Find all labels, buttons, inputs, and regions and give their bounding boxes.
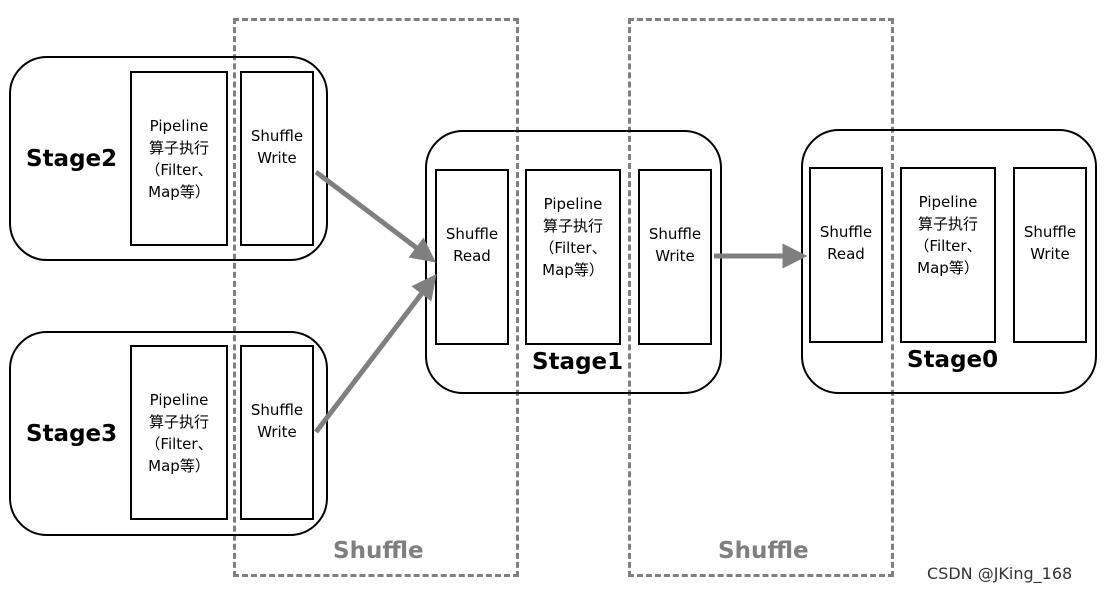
stage2-shuffle-write-line-1: Shuffle xyxy=(250,126,304,145)
stage2-container xyxy=(9,56,328,261)
stage1-pipeline-line-2: 算子执行 xyxy=(542,217,603,235)
stage0-pipeline-line-3: （Filter、 xyxy=(914,237,982,255)
arrow-stage2-to-stage1 xyxy=(314,170,436,263)
stage2-pipeline-line-3: （Filter、 xyxy=(145,160,213,179)
stage1-label: Stage1 xyxy=(532,349,624,375)
stage3-label: Stage3 xyxy=(26,421,118,447)
stage1-shuffle-read-line-1: Shuffle xyxy=(445,225,499,243)
stage2-shuffle-write-box: Shuffle Write xyxy=(240,71,314,246)
stage1-shuffle-write-line-1: Shuffle xyxy=(648,225,702,243)
stage3-shuffle-write-line-1: Shuffle xyxy=(250,400,304,419)
stage1-shuffle-write-box: Shuffle Write xyxy=(638,169,712,345)
stage0-shuffle-write-line-1: Shuffle xyxy=(1023,223,1077,241)
stage0-shuffle-write-box: Shuffle Write xyxy=(1013,167,1087,343)
stage1-shuffle-read-box: Shuffle Read xyxy=(435,169,509,345)
stage1-pipeline-line-3: （Filter、 xyxy=(539,239,607,257)
stage1-shuffle-write-line-2: Write xyxy=(655,247,695,265)
arrow-stage3-to-stage1 xyxy=(314,274,437,434)
stage0-shuffle-write-line-2: Write xyxy=(1030,245,1070,263)
stage2-label: Stage2 xyxy=(26,146,118,172)
stage3-pipeline-line-2: 算子执行 xyxy=(148,412,209,431)
stage3-pipeline-box: Pipeline 算子执行 （Filter、 Map等） xyxy=(130,345,228,520)
shuffle-region-2 xyxy=(628,18,894,577)
stage0-pipeline-box: Pipeline 算子执行 （Filter、 Map等） xyxy=(900,167,996,343)
stage0-shuffle-read-line-2: Read xyxy=(827,245,865,263)
stage2-shuffle-write-line-2: Write xyxy=(257,148,297,167)
stage3-pipeline-line-4: Map等） xyxy=(148,456,210,475)
stage2-pipeline-line-2: 算子执行 xyxy=(148,138,209,157)
shuffle-region-1 xyxy=(233,18,519,577)
stage2-pipeline-line-1: Pipeline xyxy=(149,116,209,135)
shuffle-region-1-label: Shuffle xyxy=(333,538,424,564)
stage0-pipeline-line-1: Pipeline xyxy=(918,193,978,211)
stage2-pipeline-box: Pipeline 算子执行 （Filter、 Map等） xyxy=(130,71,228,246)
stage1-pipeline-line-4: Map等） xyxy=(542,261,604,279)
stage3-pipeline-line-3: （Filter、 xyxy=(145,434,213,453)
stage1-pipeline-line-1: Pipeline xyxy=(543,195,603,213)
stage0-pipeline-line-2: 算子执行 xyxy=(917,215,978,233)
stage0-pipeline-line-4: Map等） xyxy=(917,259,979,277)
stage0-shuffle-read-line-1: Shuffle xyxy=(819,223,873,241)
stage3-container xyxy=(9,331,328,536)
stage0-label: Stage0 xyxy=(907,347,999,373)
stage1-shuffle-read-line-2: Read xyxy=(453,247,491,265)
stage3-shuffle-write-line-2: Write xyxy=(257,422,297,441)
shuffle-region-2-label: Shuffle xyxy=(718,538,809,564)
stage0-shuffle-read-box: Shuffle Read xyxy=(809,167,883,343)
stage3-pipeline-line-1: Pipeline xyxy=(149,390,209,409)
stage1-pipeline-box: Pipeline 算子执行 （Filter、 Map等） xyxy=(525,169,621,345)
stage2-pipeline-line-4: Map等） xyxy=(148,182,210,201)
stage3-shuffle-write-box: Shuffle Write xyxy=(240,345,314,520)
watermark-text: CSDN @JKing_168 xyxy=(927,564,1073,583)
